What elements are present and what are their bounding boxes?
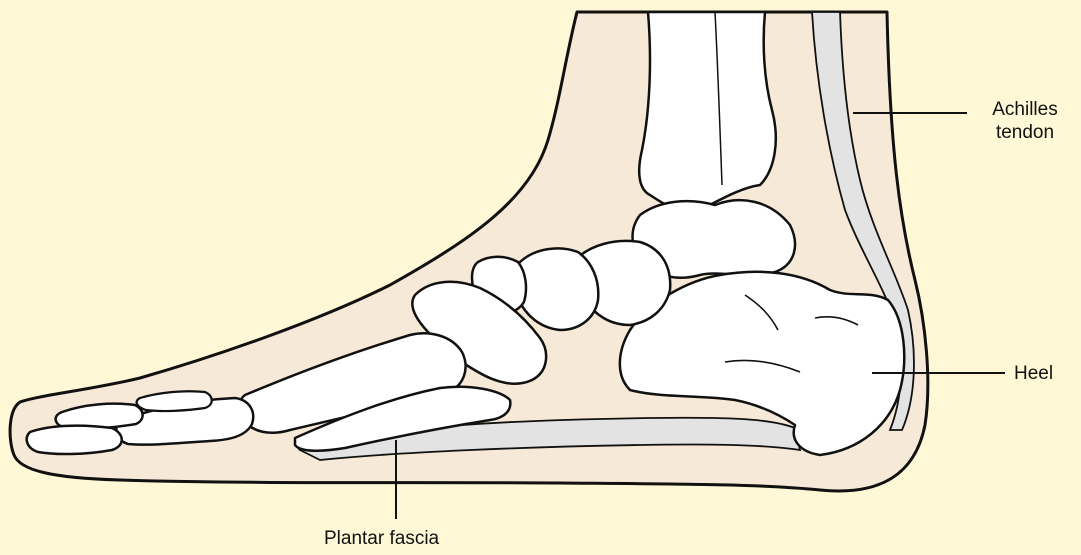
- tibia-bone: [639, 12, 776, 211]
- phalanx-distal: [27, 426, 122, 454]
- heel-label: Heel: [1014, 362, 1053, 385]
- achilles-tendon-label: Achilles tendon: [975, 98, 1075, 144]
- plantar-fascia-label: Plantar fascia: [324, 527, 439, 550]
- achilles-label-line2: tendon: [975, 121, 1075, 144]
- achilles-label-line1: Achilles: [975, 98, 1075, 121]
